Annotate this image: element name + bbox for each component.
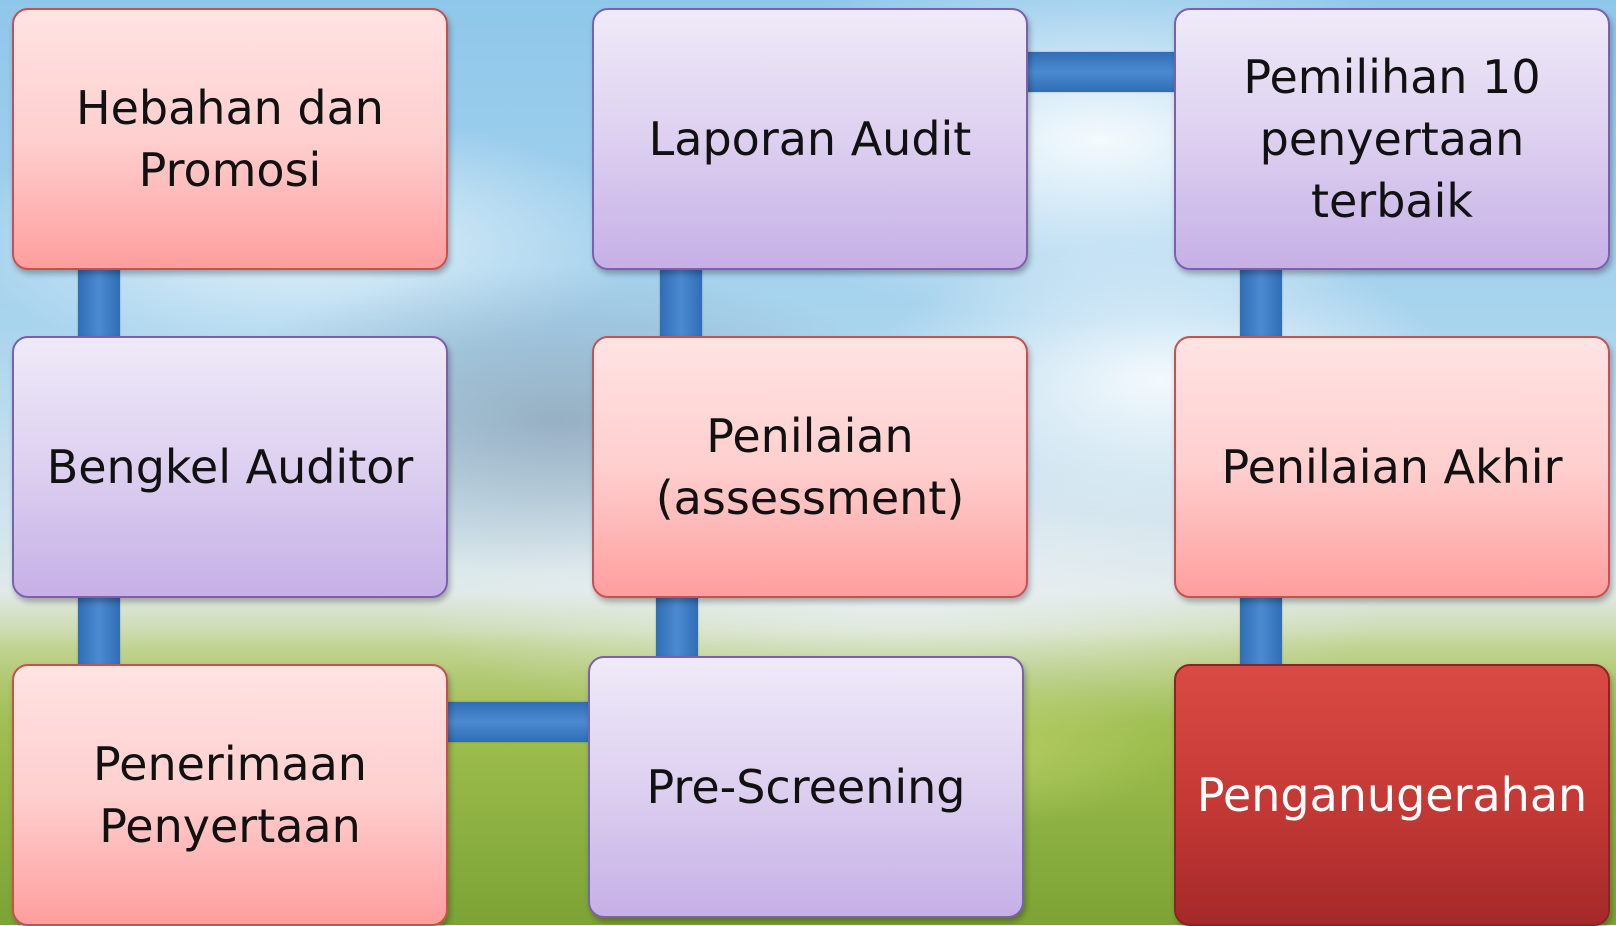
node-pemilihan-label: Pemilihan 10 penyertaan terbaik (1243, 50, 1541, 228)
node-penilaian-assessment: Penilaian (assessment) (592, 336, 1028, 598)
node-penerimaan-penyertaan: Penerimaan Penyertaan (12, 664, 448, 926)
node-hebahan-dan-promosi-label: Hebahan dan Promosi (76, 81, 384, 197)
node-bengkel-auditor-label: Bengkel Auditor (46, 440, 414, 494)
node-bengkel-auditor: Bengkel Auditor (12, 336, 448, 598)
node-penganugerahan-label: Penganugerahan (1196, 768, 1588, 822)
connector-bengkel-penerimaan (78, 596, 120, 666)
node-pre-screening-label: Pre-Screening (646, 760, 966, 814)
connector-hebahan-bengkel (78, 268, 120, 338)
node-pre-screening: Pre-Screening (588, 656, 1024, 918)
node-penganugerahan: Penganugerahan (1174, 664, 1610, 926)
node-penerimaan-penyertaan-label: Penerimaan Penyertaan (93, 737, 367, 853)
connector-prescreening-penilaian (656, 596, 698, 658)
node-penilaian-akhir: Penilaian Akhir (1174, 336, 1610, 598)
connector-penilaian-laporan (660, 268, 702, 338)
connector-penerimaan-prescreening (446, 702, 590, 742)
node-penilaian-assessment-label: Penilaian (assessment) (655, 409, 965, 525)
node-laporan-audit: Laporan Audit (592, 8, 1028, 270)
node-hebahan-dan-promosi: Hebahan dan Promosi (12, 8, 448, 270)
connector-laporan-pemilihan (1026, 52, 1176, 92)
node-penilaian-akhir-label: Penilaian Akhir (1221, 440, 1563, 494)
node-pemilihan-10-penyertaan-terbaik: Pemilihan 10 penyertaan terbaik (1174, 8, 1610, 270)
node-laporan-audit-label: Laporan Audit (648, 112, 972, 166)
connector-penilaian-akhir-penganugerahan (1240, 596, 1282, 666)
connector-pemilihan-penilaian-akhir (1240, 268, 1282, 338)
